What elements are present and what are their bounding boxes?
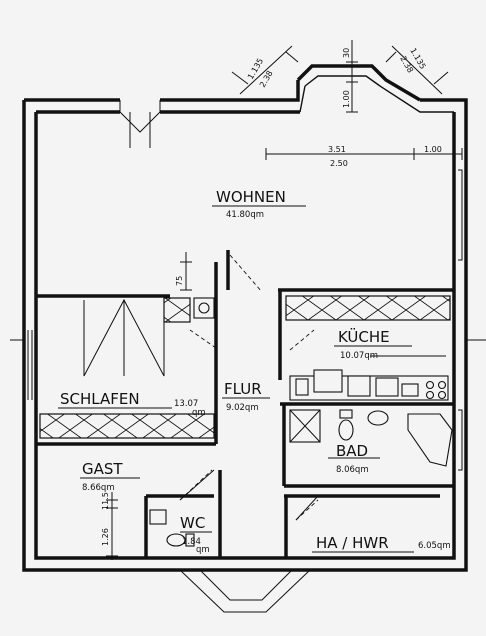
room-name-kueche: KÜCHE: [338, 327, 390, 346]
wc-tank: [185, 533, 195, 547]
dim-1-26: 1.26: [101, 528, 110, 546]
kitchen-fixtures: [289, 355, 449, 401]
room-area-unit-wc: qm: [196, 545, 210, 555]
room-area-wohnen: 41.80qm: [226, 210, 264, 220]
room-name-wohnen: WOHNEN: [216, 188, 286, 206]
toilet: [338, 419, 354, 441]
counter-box: [313, 369, 343, 393]
wardrobe-flur: [163, 297, 191, 323]
dim-30: 30: [342, 48, 351, 58]
wc-washbasin: [149, 509, 167, 525]
bathtub: [407, 413, 453, 467]
toilet-tank: [339, 409, 353, 419]
room-name-schlafen: SCHLAFEN: [60, 390, 140, 408]
room-area-bad: 8.06qm: [336, 465, 369, 475]
wardrobes: [39, 295, 451, 439]
room-name-gast: GAST: [82, 460, 123, 478]
counter-box: [295, 378, 309, 396]
sink: [375, 377, 399, 397]
room-area-schlafen: 13.07: [174, 399, 198, 409]
dim-3-51: 3.51: [328, 145, 346, 154]
room-area-wc: 1.84: [182, 537, 201, 547]
openings: [10, 100, 486, 613]
washbasin: [367, 410, 389, 426]
sink-basin: [401, 383, 419, 397]
cooktop: [425, 380, 447, 400]
room-name-wc: WC: [180, 514, 205, 532]
dim-2-50: 2.50: [330, 159, 348, 168]
dim-bay-left-b: 2.38: [258, 69, 275, 89]
dim-11-5: 11.5: [101, 492, 110, 510]
outer-walls: [22, 64, 468, 572]
room-name-bad: BAD: [336, 442, 368, 460]
wardrobe-kueche: [285, 295, 451, 321]
chimney: [193, 297, 215, 319]
dim-1-00-v: 1.00: [342, 90, 351, 108]
room-area-gast: 8.66qm: [82, 483, 115, 493]
room-area-flur: 9.02qm: [226, 403, 259, 413]
dim-1-00-h: 1.00: [424, 145, 442, 154]
room-area-hahwr: 6.05qm: [418, 541, 451, 551]
wardrobe-schlafen: [39, 413, 215, 439]
room-name-flur: FLUR: [224, 380, 262, 398]
room-labels: WOHNEN 41.80qm KÜCHE 10.07qm FLUR 9.02qm…: [60, 188, 451, 555]
dimension-lines: [58, 40, 463, 560]
counter-box: [347, 375, 371, 397]
wc-fixtures: [149, 509, 195, 547]
dim-75: 75: [175, 276, 184, 286]
room-area-unit-schlafen: qm: [192, 408, 206, 418]
room-area-kueche: 10.07qm: [340, 351, 378, 361]
interior-walls: [36, 250, 454, 558]
room-name-hahwr: HA / HWR: [316, 534, 389, 552]
wc-toilet: [166, 533, 186, 547]
bathroom-fixtures: [289, 409, 453, 467]
